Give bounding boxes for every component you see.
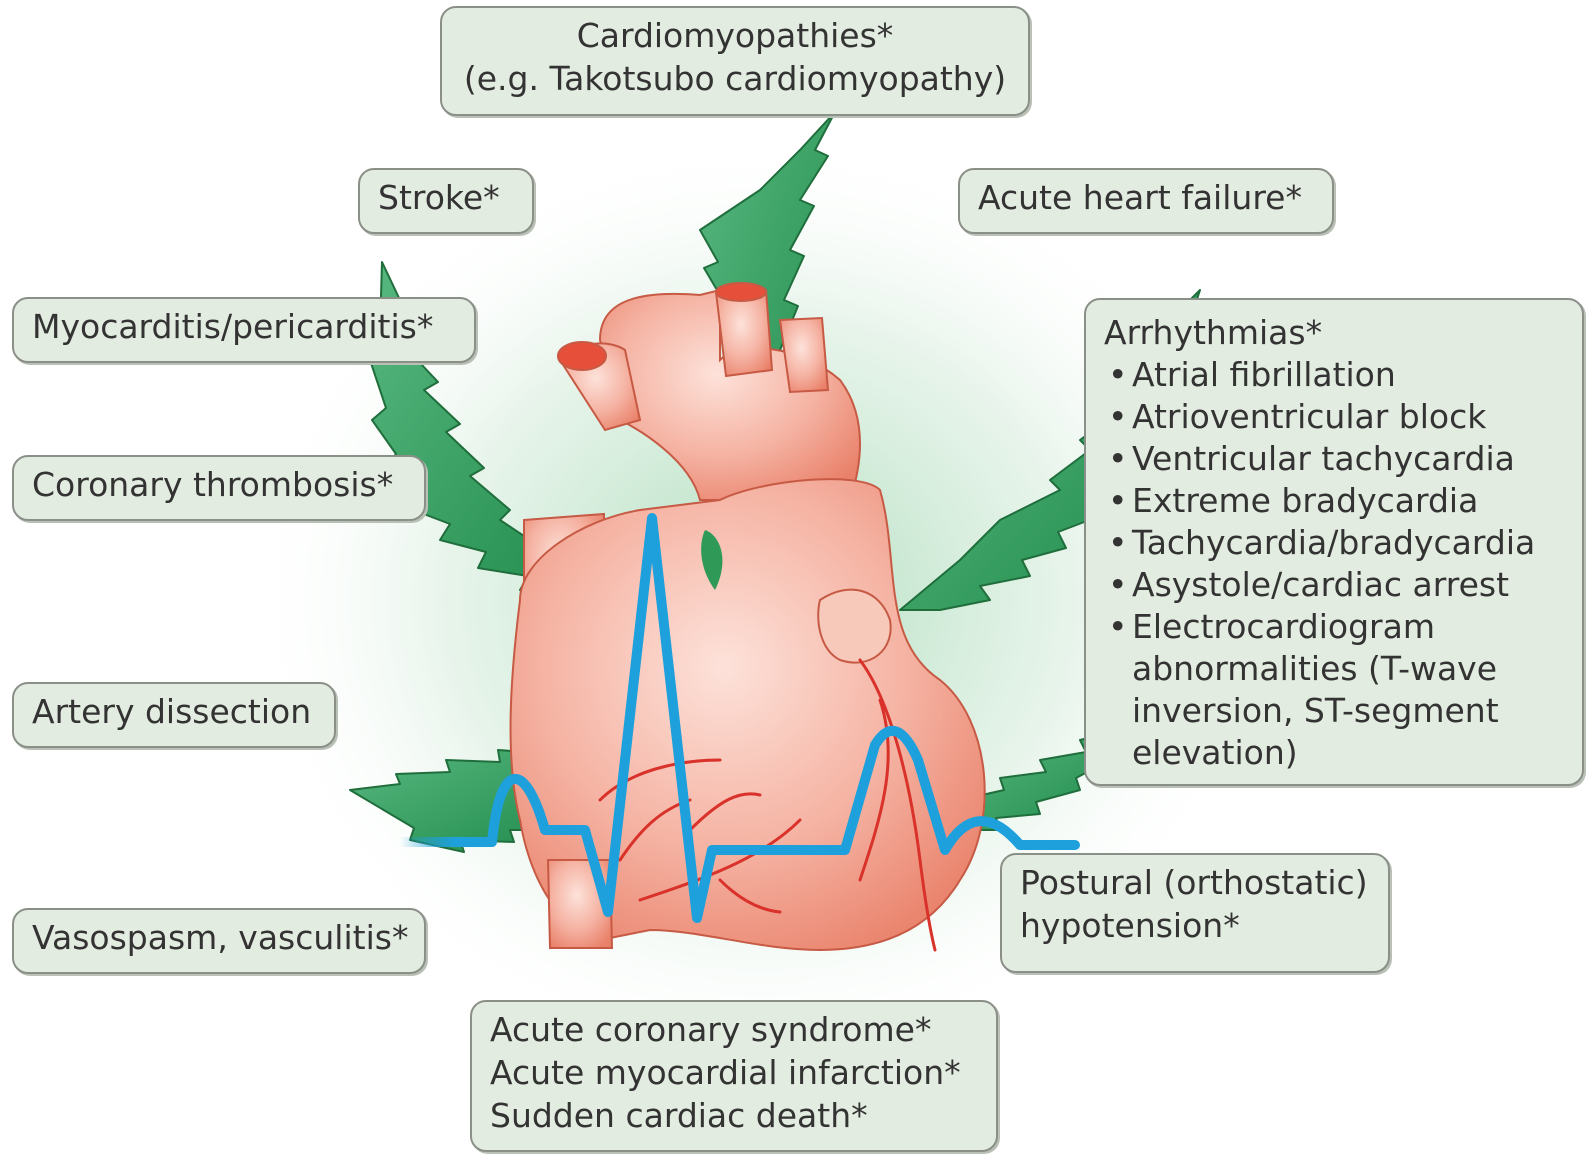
sudden-cardiac-death-label: Sudden cardiac death* [490, 1094, 978, 1137]
takotsubo-label: (e.g. Takotsubo cardiomyopathy) [460, 57, 1010, 100]
vasospasm-label: Vasospasm, vasculitis* [32, 918, 408, 957]
list-item: Asystole/cardiac arrest [1104, 564, 1564, 606]
list-item: Electrocardiogram abnormalities (T-wave … [1104, 606, 1564, 774]
list-item: Tachycardia/bradycardia [1104, 522, 1564, 564]
hypotension-label: hypotension* [1020, 904, 1370, 947]
acute-myocardial-infarction-label: Acute myocardial infarction* [490, 1051, 978, 1094]
arrhythmias-box: Arrhythmias* Atrial fibrillation Atriove… [1084, 298, 1584, 786]
cardiomyopathies-label: Cardiomyopathies* [460, 14, 1010, 57]
list-item: Ventricular tachycardia [1104, 438, 1564, 480]
arrhythmias-title: Arrhythmias* [1104, 312, 1564, 354]
stroke-box: Stroke* [358, 168, 534, 234]
artery-dissection-box: Artery dissection [12, 682, 336, 748]
arrhythmias-list: Atrial fibrillation Atrioventricular blo… [1104, 354, 1564, 774]
coronary-thrombosis-box: Coronary thrombosis* [12, 455, 426, 521]
postural-label: Postural (orthostatic) [1020, 861, 1370, 904]
stroke-label: Stroke* [378, 178, 500, 217]
myocarditis-box: Myocarditis/pericarditis* [12, 297, 476, 363]
list-item: Atrial fibrillation [1104, 354, 1564, 396]
cardiomyopathies-box: Cardiomyopathies* (e.g. Takotsubo cardio… [440, 6, 1030, 116]
postural-hypotension-box: Postural (orthostatic) hypotension* [1000, 853, 1390, 973]
vasospasm-box: Vasospasm, vasculitis* [12, 908, 426, 974]
myocarditis-label: Myocarditis/pericarditis* [32, 307, 433, 346]
acute-heart-failure-label: Acute heart failure* [978, 178, 1302, 217]
acute-coronary-box: Acute coronary syndrome* Acute myocardia… [470, 1000, 998, 1152]
coronary-thrombosis-label: Coronary thrombosis* [32, 465, 393, 504]
artery-dissection-label: Artery dissection [32, 692, 311, 731]
list-item: Atrioventricular block [1104, 396, 1564, 438]
acute-heart-failure-box: Acute heart failure* [958, 168, 1334, 234]
acute-coronary-syndrome-label: Acute coronary syndrome* [490, 1008, 978, 1051]
list-item: Extreme bradycardia [1104, 480, 1564, 522]
